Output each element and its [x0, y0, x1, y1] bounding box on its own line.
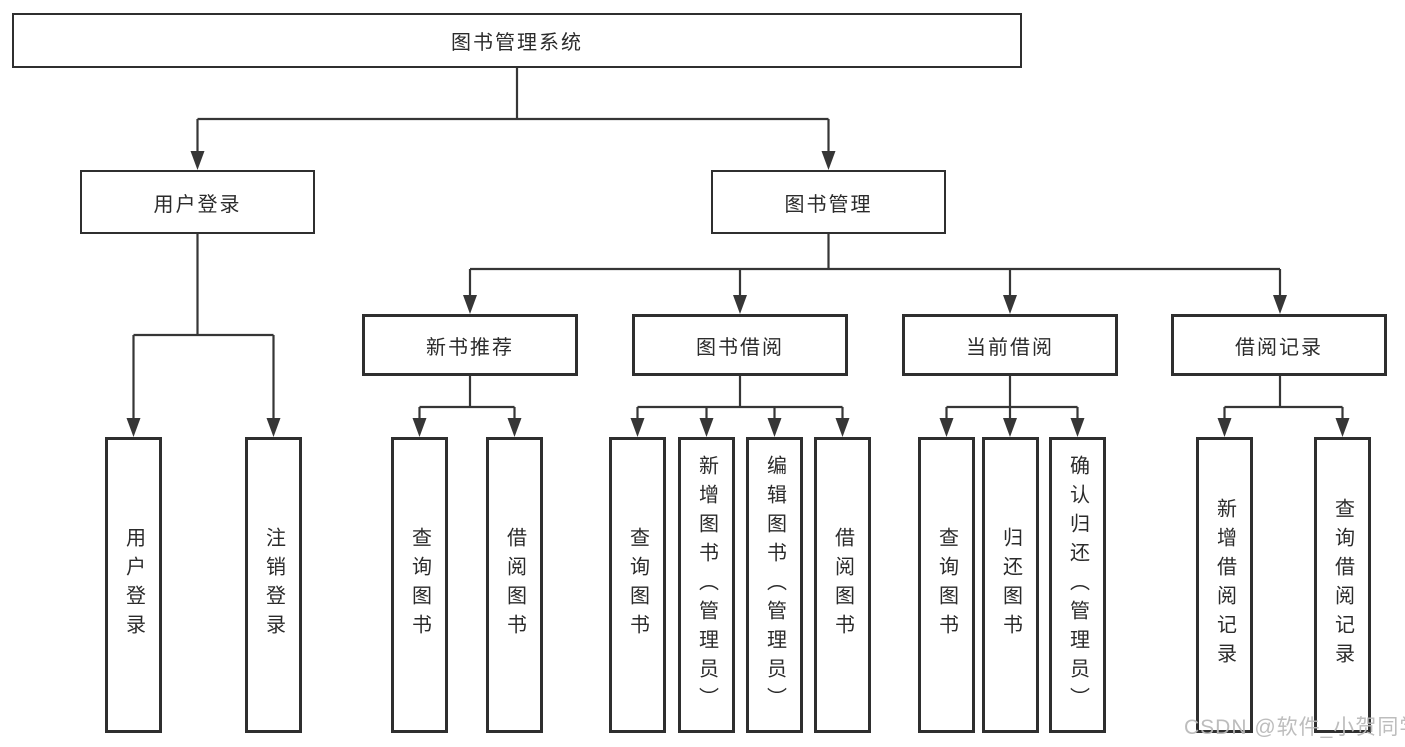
- leaf-logout: 注销登录: [245, 437, 302, 733]
- leaf-query-books-borrowing: 查询图书: [609, 437, 666, 733]
- node-library-management-system: 图书管理系统: [12, 13, 1022, 68]
- node-current-borrowing: 当前借阅: [902, 314, 1118, 376]
- leaf-label: 确认归还（管理员）: [1066, 454, 1089, 716]
- node-new-book-recommendation: 新书推荐: [362, 314, 578, 376]
- leaf-label: 新增图书（管理员）: [695, 454, 718, 716]
- node-book-borrowing: 图书借阅: [632, 314, 848, 376]
- csdn-watermark: CSDN @软件_小贺同学: [1184, 716, 1405, 739]
- leaf-confirm-return-admin: 确认归还（管理员）: [1049, 437, 1106, 733]
- leaf-label: 用户登录: [122, 527, 145, 643]
- leaf-add-books-admin: 新增图书（管理员）: [678, 437, 735, 733]
- leaf-query-borrow-record: 查询借阅记录: [1314, 437, 1371, 733]
- node-book-management: 图书管理: [711, 170, 946, 234]
- leaf-label: 查询借阅记录: [1331, 498, 1354, 672]
- node-label: 图书借阅: [696, 336, 784, 359]
- node-label: 图书管理系统: [451, 32, 583, 54]
- leaf-edit-books-admin: 编辑图书（管理员）: [746, 437, 803, 733]
- leaf-label: 归还图书: [999, 527, 1022, 643]
- node-label: 新书推荐: [426, 336, 514, 359]
- node-label: 用户登录: [153, 193, 242, 216]
- leaf-borrow-books-recommend: 借阅图书: [486, 437, 543, 733]
- node-borrowing-records: 借阅记录: [1171, 314, 1387, 376]
- node-label: 当前借阅: [966, 336, 1054, 359]
- leaf-borrow-books-borrowing: 借阅图书: [814, 437, 871, 733]
- leaf-label: 注销登录: [262, 527, 285, 643]
- leaf-query-books-recommend: 查询图书: [391, 437, 448, 733]
- leaf-query-books-current: 查询图书: [918, 437, 975, 733]
- leaf-label: 借阅图书: [831, 527, 854, 643]
- node-label: 借阅记录: [1235, 336, 1323, 359]
- leaf-add-borrow-record: 新增借阅记录: [1196, 437, 1253, 733]
- node-user-login: 用户登录: [80, 170, 315, 234]
- leaf-label: 借阅图书: [503, 527, 526, 643]
- leaf-user-login: 用户登录: [105, 437, 162, 733]
- leaf-return-books: 归还图书: [982, 437, 1039, 733]
- leaf-label: 查询图书: [626, 527, 649, 643]
- leaf-label: 查询图书: [935, 527, 958, 643]
- leaf-label: 新增借阅记录: [1213, 498, 1236, 672]
- leaf-label: 查询图书: [408, 527, 431, 643]
- node-label: 图书管理: [784, 193, 873, 216]
- leaf-label: 编辑图书（管理员）: [763, 454, 786, 716]
